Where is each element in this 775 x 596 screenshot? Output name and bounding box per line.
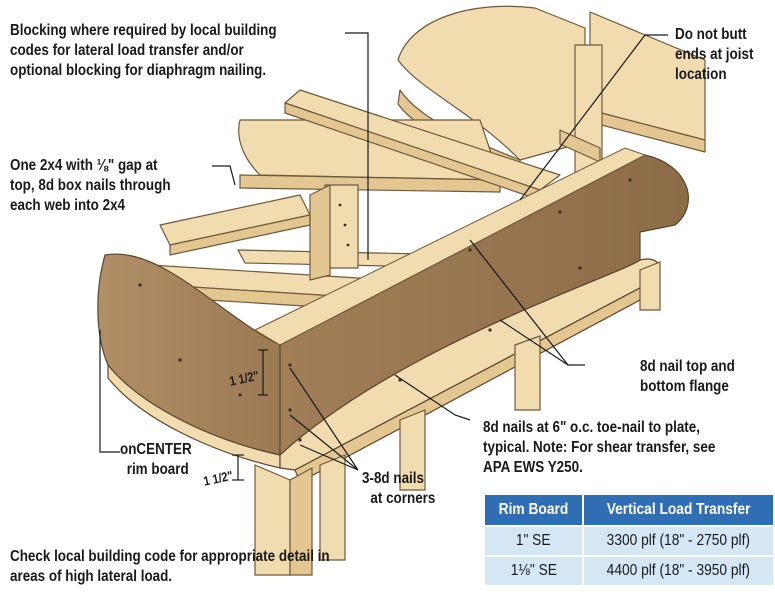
gap-callout-line-1: One 2x4 with ⅛" gap at <box>10 157 158 174</box>
load-transfer-table: Rim Board Vertical Load Transfer 1" SE 3… <box>483 493 775 587</box>
leader-lines <box>99 32 668 481</box>
toenail-callout-line-1: 8d nails at 6" o.c. toe-nail to plate, <box>483 419 700 436</box>
flange-callout-line-1: 8d nail top and <box>640 358 735 375</box>
top-flange <box>253 147 647 346</box>
table-row: 1⅛" SE 4400 plf (18" - 3950 plf) <box>483 555 775 587</box>
blocking-callout: Blocking where required by local buildin… <box>10 21 277 81</box>
toenail-callout: 8d nails at 6" o.c. toe-nail to plate, t… <box>483 418 715 478</box>
support-posts <box>254 261 661 576</box>
butt-callout-line-2: ends at joist <box>675 46 754 63</box>
header-vertical-load-transfer: Vertical Load Transfer <box>581 493 775 527</box>
nail-marks <box>138 178 632 442</box>
check-code-note-line-1: Check local building code for appropriat… <box>10 548 330 565</box>
back-joists <box>238 5 706 201</box>
butt-callout-line-3: location <box>675 66 727 83</box>
toenail-note-label: Note: <box>533 439 568 456</box>
corners-callout-line-2: at corners <box>370 490 436 507</box>
toenail-callout-line-2: typical. Note: For shear transfer, see <box>483 438 715 458</box>
rim-board-callout-line-1: onCENTER <box>120 441 192 458</box>
gap-callout-line-2: top, 8d box nails through <box>10 177 171 194</box>
table-header-row: Rim Board Vertical Load Transfer <box>483 493 775 527</box>
blocking-callout-line-3: optional blocking for diaphragm nailing. <box>10 62 267 79</box>
table-cell: 1" SE <box>483 525 584 557</box>
toenail-callout-line-3: APA EWS Y250. <box>483 459 583 476</box>
header-rim-board: Rim Board <box>483 493 584 527</box>
rim-board-callout-line-2: rim board <box>126 461 189 478</box>
flange-callout-line-2: bottom flange <box>640 378 729 395</box>
corners-callout: 3-8d nails at corners <box>362 469 435 509</box>
butt-callout: Do not butt ends at joist location <box>675 25 753 85</box>
table-cell: 1⅛" SE <box>483 555 584 587</box>
check-code-note: Check local building code for appropriat… <box>10 547 330 587</box>
check-code-note-line-2: areas of high lateral load. <box>10 568 173 585</box>
table-row: 1" SE 3300 plf (18" - 2750 plf) <box>483 525 775 557</box>
blocking-callout-line-1: Blocking where required by local buildin… <box>10 22 277 39</box>
gap-callout: One 2x4 with ⅛" gap at top, 8d box nails… <box>10 156 171 216</box>
table-cell: 4400 plf (18" - 3950 plf) <box>581 555 775 587</box>
toenail-shear-text: For shear transfer, see <box>571 439 716 456</box>
table-cell: 3300 plf (18" - 2750 plf) <box>581 525 775 557</box>
blocking-callout-line-2: codes for lateral load transfer and/or <box>10 42 244 59</box>
toenail-typical: typical. <box>483 439 530 456</box>
flange-callout: 8d nail top and bottom flange <box>640 357 735 397</box>
butt-callout-line-1: Do not butt <box>675 26 747 43</box>
gap-callout-line-3: each web into 2x4 <box>10 197 126 214</box>
rim-board-callout: onCENTER rim board <box>120 440 192 480</box>
corners-callout-line-1: 3-8d nails <box>362 470 425 487</box>
back-rim-curve <box>397 5 586 161</box>
